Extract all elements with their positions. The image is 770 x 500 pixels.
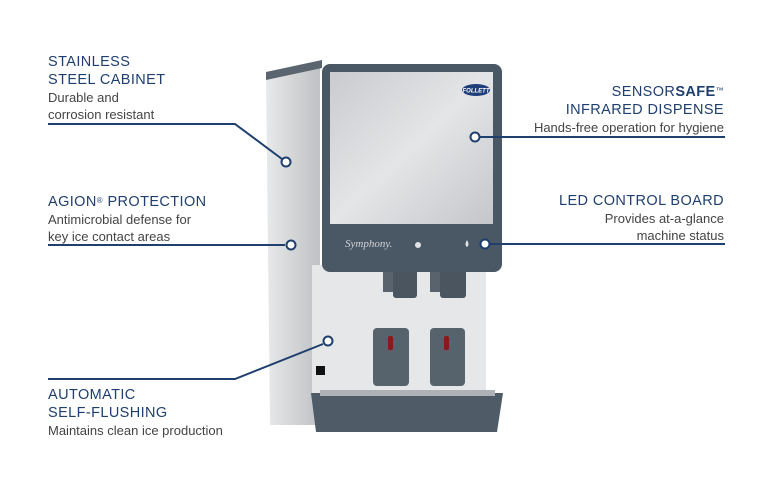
callout-agion: AGION® PROTECTION Antimicrobial defense … (48, 193, 207, 245)
agion-badge (316, 366, 325, 375)
callout-sensorsafe: SENSORSAFE™ INFRARED DISPENSE Hands-free… (534, 83, 724, 136)
steel-front-panel (330, 72, 493, 224)
callout-title: AUTOMATIC (48, 387, 136, 403)
callout-title: STAINLESS (48, 54, 131, 70)
callout-desc: key ice contact areas (48, 229, 171, 244)
callout-desc: Hands-free operation for hygiene (533, 120, 724, 135)
registered-mark: ® (96, 196, 104, 205)
sensor-panels (373, 328, 465, 386)
ice-nozzles (383, 268, 466, 298)
water-drop-icon (465, 240, 469, 247)
callout-title: SENSORSAFE™ (534, 83, 724, 101)
callout-desc: corrosion resistant (48, 107, 155, 122)
callout-title: STEEL CABINET (48, 72, 166, 88)
callout-desc: Antimicrobial defense for (48, 212, 192, 227)
trademark: ™ (715, 86, 724, 95)
symphony-script: Symphony. (345, 238, 392, 250)
callout-title: AGION® PROTECTION (48, 193, 207, 211)
callout-title: LED CONTROL BOARD (559, 193, 724, 209)
callout-desc: Durable and (48, 90, 119, 105)
callout-self-flushing: AUTOMATIC SELF-FLUSHING Maintains clean … (48, 386, 223, 439)
ice-icon (415, 242, 421, 248)
callout-title: INFRARED DISPENSE (565, 102, 724, 118)
callout-led-board: LED CONTROL BOARD Provides at-a-glance m… (559, 192, 724, 244)
title-text: SENSOR (611, 84, 676, 100)
title-text: AGION (48, 194, 97, 210)
callout-desc: machine status (636, 228, 724, 243)
callout-lines (48, 123, 725, 380)
callout-stainless-cabinet: STAINLESS STEEL CABINET Durable and corr… (48, 53, 165, 123)
title-bold: SAFE (675, 84, 716, 100)
follett-logo: FOLLETT (462, 84, 491, 96)
callout-dots (280, 131, 491, 347)
title-text: PROTECTION (103, 194, 207, 210)
callout-desc: Provides at-a-glance (604, 211, 724, 226)
callout-title: SELF-FLUSHING (48, 405, 168, 421)
svg-text:FOLLETT: FOLLETT (463, 89, 491, 95)
callout-desc: Maintains clean ice production (48, 423, 223, 438)
drip-tray (311, 390, 503, 432)
